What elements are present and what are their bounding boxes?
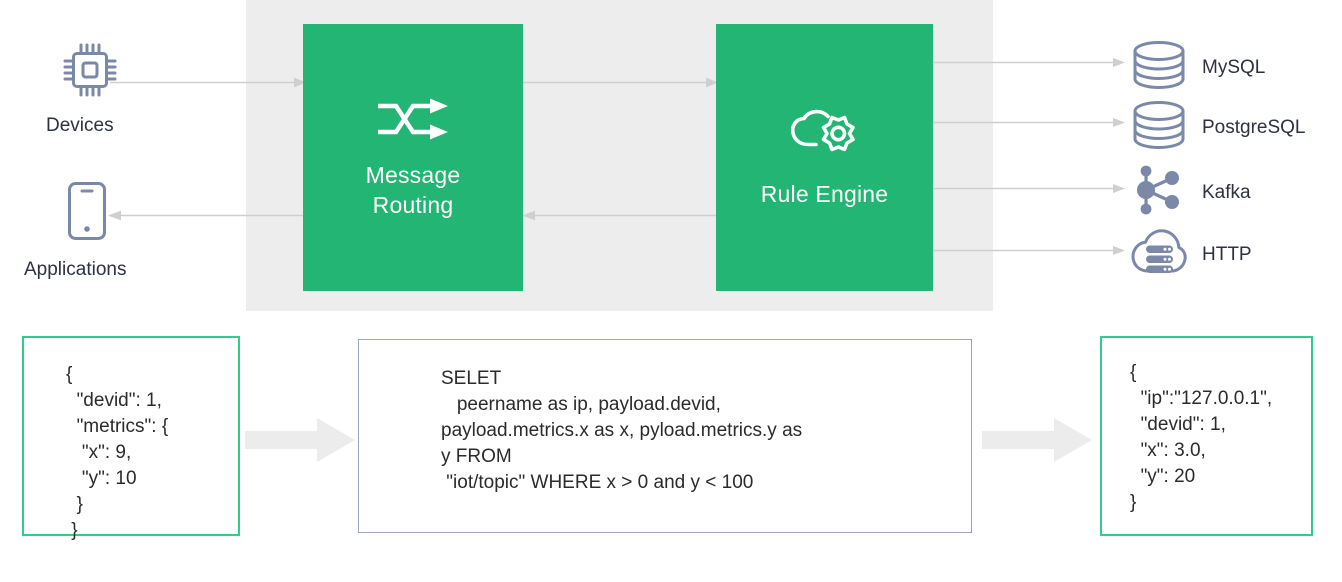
input-json-box[interactable]: { "devid": 1, "metrics": { "x": 9, "y": … [22,336,240,541]
cloud-server-icon [1130,226,1188,283]
source-node-applications[interactable]: Applications [24,180,204,281]
stage-rule-engine[interactable]: Rule Engine [716,24,933,291]
cloud-gear-icon [790,106,860,169]
source-node-devices[interactable]: Devices [28,42,198,137]
output-json-box[interactable]: { "ip":"127.0.0.1", "devid": 1, "x": 3.0… [1100,336,1313,536]
source-label-devices: Devices [46,115,114,136]
output-json-text: { "ip":"127.0.0.1", "devid": 1, "x": 3.0… [1130,362,1273,513]
stage-label-line1: Rule Engine [760,181,889,207]
sql-rule-text: SELET peername as ip, payload.devid, pay… [441,368,803,493]
input-json-text: { "devid": 1, "metrics": { "x": 9, "y": … [66,364,169,541]
sink-node-postgresql[interactable]: PostgreSQL [1130,100,1306,155]
stage-label-line2: Routing [372,192,454,218]
sink-label-http: HTTP [1202,243,1252,265]
stage-message-routing[interactable]: Message Routing [303,24,523,291]
sink-label-postgresql: PostgreSQL [1202,116,1306,138]
arrow-sql-to-output-json [982,418,1092,467]
stage-label-line1: Message [365,162,461,188]
sink-label-mysql: MySQL [1202,56,1266,78]
database-cylinder-icon [1130,40,1188,95]
sql-rule-box[interactable]: SELET peername as ip, payload.devid, pay… [358,339,972,533]
arrow-input-json-to-sql [245,418,355,467]
sink-node-http[interactable]: HTTP [1130,226,1252,283]
sink-node-mysql[interactable]: MySQL [1130,40,1265,95]
stage-label-rule-engine: Rule Engine [761,179,889,209]
chip-icon [62,42,198,103]
shuffle-routing-icon [376,95,450,150]
database-cylinder-icon [1130,100,1188,155]
stage-label-message-routing: Message Routing [366,160,461,220]
sink-node-kafka[interactable]: Kafka [1130,164,1251,221]
kafka-nodes-icon [1130,164,1188,221]
source-label-applications: Applications [24,259,127,280]
sink-label-kafka: Kafka [1202,181,1251,203]
mobile-phone-icon [66,180,204,247]
